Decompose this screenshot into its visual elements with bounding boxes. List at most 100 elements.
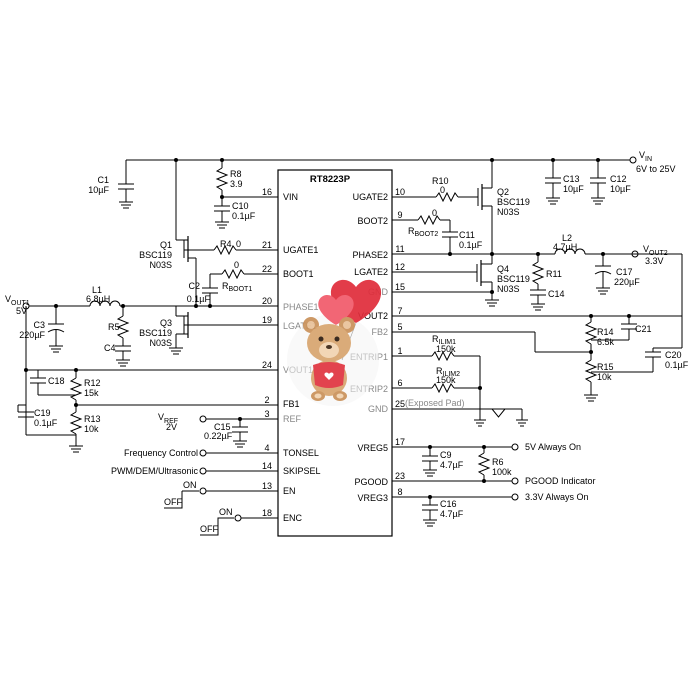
pin-num: 1 xyxy=(397,346,402,356)
svg-text:2V: 2V xyxy=(166,422,177,432)
pin-label: LGATE2 xyxy=(354,267,388,277)
vreg3-label: 3.3V Always On xyxy=(525,492,589,502)
pin-num: 21 xyxy=(262,240,272,250)
svg-text:N03S: N03S xyxy=(497,207,520,217)
svg-text:Q3: Q3 xyxy=(160,318,172,328)
current-limit-resistors: RILIM1 150k RILIM2 150k xyxy=(431,334,528,427)
svg-text:BSC119: BSC119 xyxy=(139,250,172,260)
svg-text:0.1µF: 0.1µF xyxy=(459,240,483,250)
svg-text:Q2: Q2 xyxy=(497,187,509,197)
svg-text:R6: R6 xyxy=(492,457,504,467)
svg-text:C1: C1 xyxy=(97,175,109,185)
svg-text:C21: C21 xyxy=(635,324,652,334)
vin-range: 6V to 25V xyxy=(636,164,676,174)
svg-text:3.9: 3.9 xyxy=(230,179,243,189)
pin-num: 24 xyxy=(262,360,272,370)
fb1-divider: R12 15k R13 10k C18 C19 0.1µF xyxy=(17,306,101,453)
pin-num: 22 xyxy=(262,264,272,274)
svg-text:N03S: N03S xyxy=(149,338,172,348)
svg-text:0.1µF: 0.1µF xyxy=(187,294,211,304)
svg-text:10µF: 10µF xyxy=(610,184,631,194)
svg-text:5V: 5V xyxy=(16,306,27,316)
enc-off-label: OFF xyxy=(200,524,218,534)
mosfet-q1: Q1 BSC119 N03S xyxy=(139,160,210,306)
svg-text:R10: R10 xyxy=(432,176,449,186)
pin-label: REF xyxy=(283,414,302,424)
svg-text:BSC119: BSC119 xyxy=(139,328,172,338)
capacitor-c12: C12 10µF xyxy=(590,160,631,205)
capacitor-c10: C10 0.1µF xyxy=(214,201,256,229)
snubber-r5-c4: R5 C4 xyxy=(104,306,131,367)
svg-text:0: 0 xyxy=(234,260,239,270)
ic-body xyxy=(277,169,393,537)
pin-label: TONSEL xyxy=(283,448,319,458)
vout2-node: VOUT2 3.3V L2 4.7µH xyxy=(536,233,668,266)
pin-num: 17 xyxy=(395,437,405,447)
resistor-r10: R10 0 xyxy=(432,176,478,203)
pin-num: 15 xyxy=(395,282,405,292)
pin-num: 18 xyxy=(262,508,272,518)
pin-num: 13 xyxy=(262,481,272,491)
pin-label: ENTRIP2 xyxy=(350,384,388,394)
en-switch[interactable]: ON OFF xyxy=(164,480,207,509)
pin-num: 12 xyxy=(395,262,405,272)
pgood-label: PGOOD Indicator xyxy=(525,476,596,486)
boot1-network: 0 RBOOT1 C2 0.1µF xyxy=(187,260,252,308)
mosfet-q3: Q3 BSC119 N03S xyxy=(139,306,196,355)
svg-text:L2: L2 xyxy=(562,233,572,243)
capacitor-c13: C13 10µF xyxy=(545,160,584,205)
pin-label: FB2 xyxy=(371,327,388,337)
pin-label: UGATE1 xyxy=(283,245,318,255)
pin-num: 9 xyxy=(397,210,402,220)
svg-text:15k: 15k xyxy=(84,388,99,398)
enc-switch[interactable]: ON OFF xyxy=(200,507,242,536)
svg-text:R14: R14 xyxy=(597,327,614,337)
right-pins: 10 UGATE2 9 BOOT2 11 PHASE2 12 LGATE2 15… xyxy=(350,187,682,503)
svg-text:6.8µH: 6.8µH xyxy=(86,294,110,304)
resistor-r8: R8 3.9 xyxy=(215,160,243,206)
svg-text:L1: L1 xyxy=(92,285,102,295)
svg-text:C13: C13 xyxy=(563,174,580,184)
svg-text:0.1µF: 0.1µF xyxy=(34,418,58,428)
pin-label: PHASE2 xyxy=(352,250,388,260)
svg-text:VREF: VREF xyxy=(158,412,178,425)
pin-num: 11 xyxy=(395,244,404,254)
svg-text:RILIM2: RILIM2 xyxy=(436,366,460,378)
svg-text:100k: 100k xyxy=(492,467,512,477)
svg-text:C2: C2 xyxy=(188,281,200,291)
pin-num: 23 xyxy=(395,471,405,481)
en-off-label: OFF xyxy=(164,497,182,507)
pin-label: VREG3 xyxy=(357,493,388,503)
svg-text:C11: C11 xyxy=(459,230,475,240)
svg-text:C4: C4 xyxy=(104,343,116,353)
snubber-r11-c14: R11 C14 xyxy=(530,254,565,311)
svg-text:VOUT1: VOUT1 xyxy=(5,294,30,307)
pin-num: 10 xyxy=(395,187,405,197)
svg-text:0.22µF: 0.22µF xyxy=(204,431,233,441)
svg-text:4.7µH: 4.7µH xyxy=(553,242,577,252)
mosfet-q2: Q2 BSC119 N03S xyxy=(477,160,530,256)
svg-text:N03S: N03S xyxy=(497,284,520,294)
svg-text:10µF: 10µF xyxy=(563,184,584,194)
vreg3-network: 3.3V Always On C16 4.7µF xyxy=(422,492,589,527)
svg-text:150k: 150k xyxy=(436,375,456,385)
pin-label: SKIPSEL xyxy=(283,466,321,476)
vout1-node: VOUT1 5V L1 6.8µH xyxy=(5,285,198,316)
svg-text:0: 0 xyxy=(432,208,437,218)
svg-text:C19: C19 xyxy=(34,408,51,418)
frequency-control-label: Frequency Control xyxy=(124,448,198,458)
mosfet-q4: Q4 BSC119 N03S xyxy=(476,254,530,307)
vreg5-label: 5V Always On xyxy=(525,442,581,452)
svg-text:0.1µF: 0.1µF xyxy=(232,211,256,221)
svg-text:3.3V: 3.3V xyxy=(645,256,664,266)
svg-text:BSC119: BSC119 xyxy=(497,197,530,207)
svg-text:C9: C9 xyxy=(440,450,452,460)
vin-rail: VIN 6V to 25V xyxy=(126,150,676,174)
pin-num: 19 xyxy=(262,315,272,325)
svg-text:Q1: Q1 xyxy=(160,240,172,250)
svg-text:R4: R4 xyxy=(220,239,232,249)
svg-text:220µF: 220µF xyxy=(614,277,640,287)
svg-text:4.7µF: 4.7µF xyxy=(440,509,464,519)
pin-num: 5 xyxy=(397,322,402,332)
teddy-bear-watermark xyxy=(287,279,382,406)
